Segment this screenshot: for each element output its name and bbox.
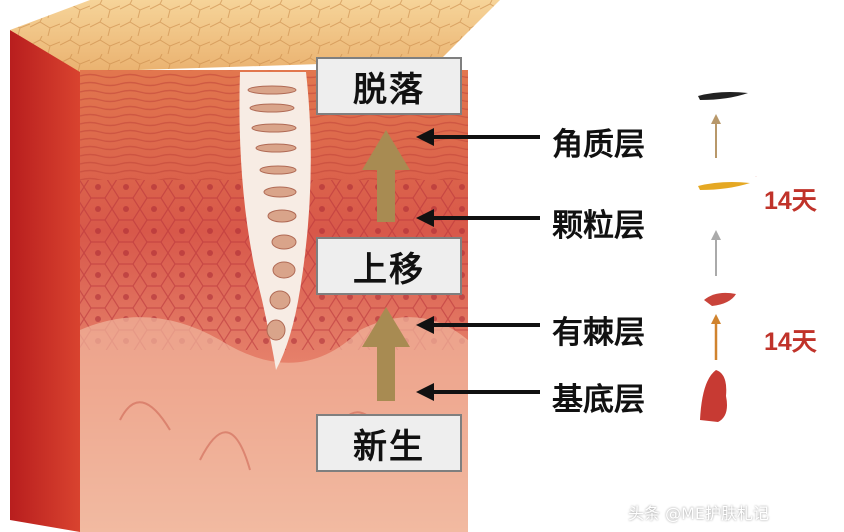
duration-label-lower: 14天 <box>764 328 817 356</box>
stage-box-new-growth: 新生 <box>316 414 462 472</box>
layer-label-stratum-corneum: 角质层 <box>552 127 645 163</box>
basal-cell-icon <box>700 370 727 422</box>
upward-arrow-upper <box>362 130 410 222</box>
stage-box-shedding: 脱落 <box>316 57 462 115</box>
pointer-arrow-stratum-spinosum <box>416 316 540 334</box>
stage-box-moving-up: 上移 <box>316 237 462 295</box>
pointer-arrow-stratum-basale <box>416 383 540 401</box>
layer-label-stratum-granulosum: 颗粒层 <box>552 208 645 244</box>
upward-arrow-lower <box>362 307 410 401</box>
small-up-arrow-1 <box>711 114 721 158</box>
layer-label-stratum-basale: 基底层 <box>552 382 645 418</box>
pointer-arrow-stratum-granulosum <box>416 209 540 227</box>
layer-label-stratum-spinosum: 有棘层 <box>552 315 645 351</box>
spinous-cell-icon <box>704 292 736 306</box>
small-up-arrow-2 <box>711 230 721 276</box>
granular-cell-icon <box>698 182 750 190</box>
small-up-arrow-3 <box>711 314 721 360</box>
skin-block-side-face <box>10 30 80 532</box>
duration-label-upper: 14天 <box>764 187 817 215</box>
corneocyte-flake-icon <box>698 92 748 100</box>
pointer-arrow-stratum-corneum <box>416 128 540 146</box>
watermark-text: 头条 @ME护肤札记 <box>628 504 770 523</box>
